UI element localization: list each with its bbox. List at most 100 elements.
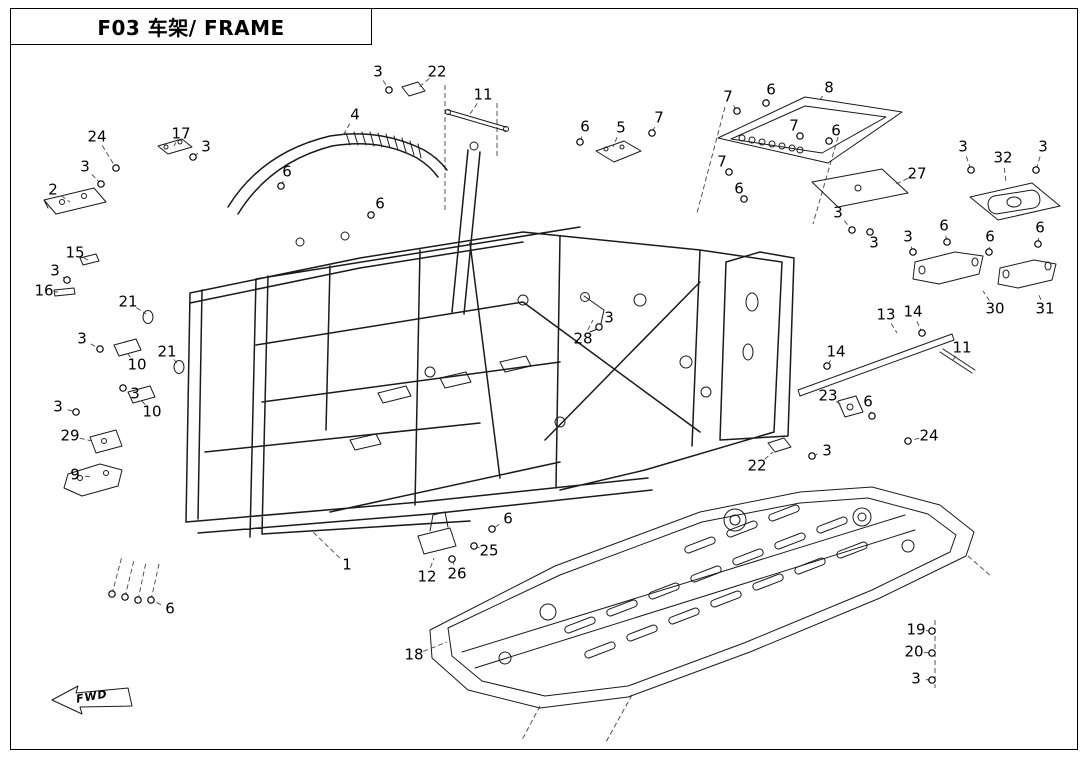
callout-leader-line: [1003, 167, 1007, 183]
callout-label: 32: [993, 148, 1013, 167]
fastener-icon: [189, 153, 197, 161]
fastener-icon: [928, 649, 936, 657]
callout-label: 24: [919, 426, 939, 445]
page-border: [10, 8, 1078, 750]
callout-label: 6: [734, 179, 744, 198]
callout-label: 14: [903, 302, 923, 321]
callout-leader-line: [139, 398, 146, 405]
callout-leader-line: [423, 641, 448, 652]
fastener-icon: [740, 195, 748, 203]
callout-label: 6: [863, 392, 873, 411]
callout-label: 15: [65, 243, 85, 262]
plate-27: [811, 168, 909, 208]
callout-label: 3: [903, 227, 913, 246]
fastener-icon: [808, 452, 816, 460]
callout-leader-line: [982, 290, 990, 301]
callout-label: 27: [907, 164, 927, 183]
callout-leader-line: [341, 123, 351, 138]
callout-label: 25: [479, 541, 499, 560]
callout-leader-line: [173, 142, 177, 147]
callout-label: 9: [70, 465, 80, 484]
main-frame: [185, 141, 795, 538]
callout-label: 6: [165, 599, 175, 618]
callout-label: 6: [939, 216, 949, 235]
fastener-icon: [866, 228, 874, 236]
callout-leader-line: [84, 475, 93, 478]
fastener-icon: [448, 555, 456, 563]
callout-label: 30: [985, 299, 1005, 318]
fastener-icon: [904, 437, 912, 445]
callout-label: 7: [723, 87, 733, 106]
bracket-30: [912, 251, 984, 285]
callout-label: 7: [654, 108, 664, 127]
fastener-icon: [796, 132, 804, 140]
callout-label: 29: [60, 426, 80, 445]
callout-leader-line: [79, 437, 93, 442]
callout-label: 8: [824, 78, 834, 97]
callout-leader-line: [83, 257, 89, 261]
fastener-icon: [119, 384, 127, 392]
grab-bar: [227, 131, 448, 215]
callout-label: 22: [747, 456, 767, 475]
callout-label: 22: [427, 62, 447, 81]
callout-label: 3: [869, 233, 879, 252]
bracket-31: [997, 259, 1057, 289]
fastener-icon: [147, 596, 155, 604]
page-title-text: F03 车架/ FRAME: [97, 16, 285, 40]
callout-label: 6: [766, 80, 776, 99]
callout-label: 6: [503, 509, 513, 528]
callout-leader-line: [173, 359, 179, 365]
callout-label: 3: [50, 261, 60, 280]
callout-label: 1: [342, 555, 352, 574]
callout-label: 11: [473, 85, 493, 104]
fastener-icon: [985, 248, 993, 256]
callout-label: 20: [904, 642, 924, 661]
fastener-icon: [97, 180, 105, 188]
callout-label: 19: [906, 620, 926, 639]
fastener-icon: [488, 525, 496, 533]
callout-label: 31: [1035, 299, 1055, 318]
callout-label: 3: [1038, 137, 1048, 156]
callout-label: 18: [404, 645, 424, 664]
fastener-icon: [733, 107, 741, 115]
callout-label: 7: [789, 116, 799, 135]
callout-label: 11: [952, 338, 972, 357]
fastener-icon: [918, 329, 926, 337]
fastener-icon: [470, 542, 478, 550]
support-rods: [445, 109, 976, 397]
callout-leader-line: [417, 78, 430, 89]
fastener-icon: [277, 182, 285, 190]
fastener-icon: [928, 676, 936, 684]
callout-leader-line: [136, 307, 147, 315]
callout-label: 3: [77, 329, 87, 348]
callout-label: 6: [282, 162, 292, 181]
fastener-icon: [576, 138, 584, 146]
fastener-icon: [367, 211, 375, 219]
callout-label: 6: [985, 227, 995, 246]
callout-leader-line: [67, 409, 77, 413]
fastener-icon: [725, 168, 733, 176]
callout-label: 26: [447, 564, 467, 583]
callout-label: 21: [157, 342, 177, 361]
callout-label: 6: [1035, 218, 1045, 237]
small-brackets: [43, 81, 864, 604]
callout-label: 6: [580, 117, 590, 136]
fastener-icon: [648, 129, 656, 137]
fastener-icon: [909, 248, 917, 256]
callout-label: 4: [350, 105, 360, 124]
fastener-icon: [112, 164, 120, 172]
callout-leader-line: [430, 557, 435, 568]
callout-label: 10: [127, 355, 147, 374]
callout-leader-line: [1037, 292, 1042, 301]
fastener-icon: [72, 408, 80, 416]
fastener-icon: [762, 99, 770, 107]
callout-label: 2: [48, 180, 58, 199]
fastener-icon: [1034, 240, 1042, 248]
fastener-icon: [848, 226, 856, 234]
fastener-icon: [967, 166, 975, 174]
callout-leader-line: [764, 451, 774, 460]
fastener-icon: [63, 276, 71, 284]
callout-leader-line: [491, 523, 500, 530]
callout-leader-line: [836, 401, 844, 407]
